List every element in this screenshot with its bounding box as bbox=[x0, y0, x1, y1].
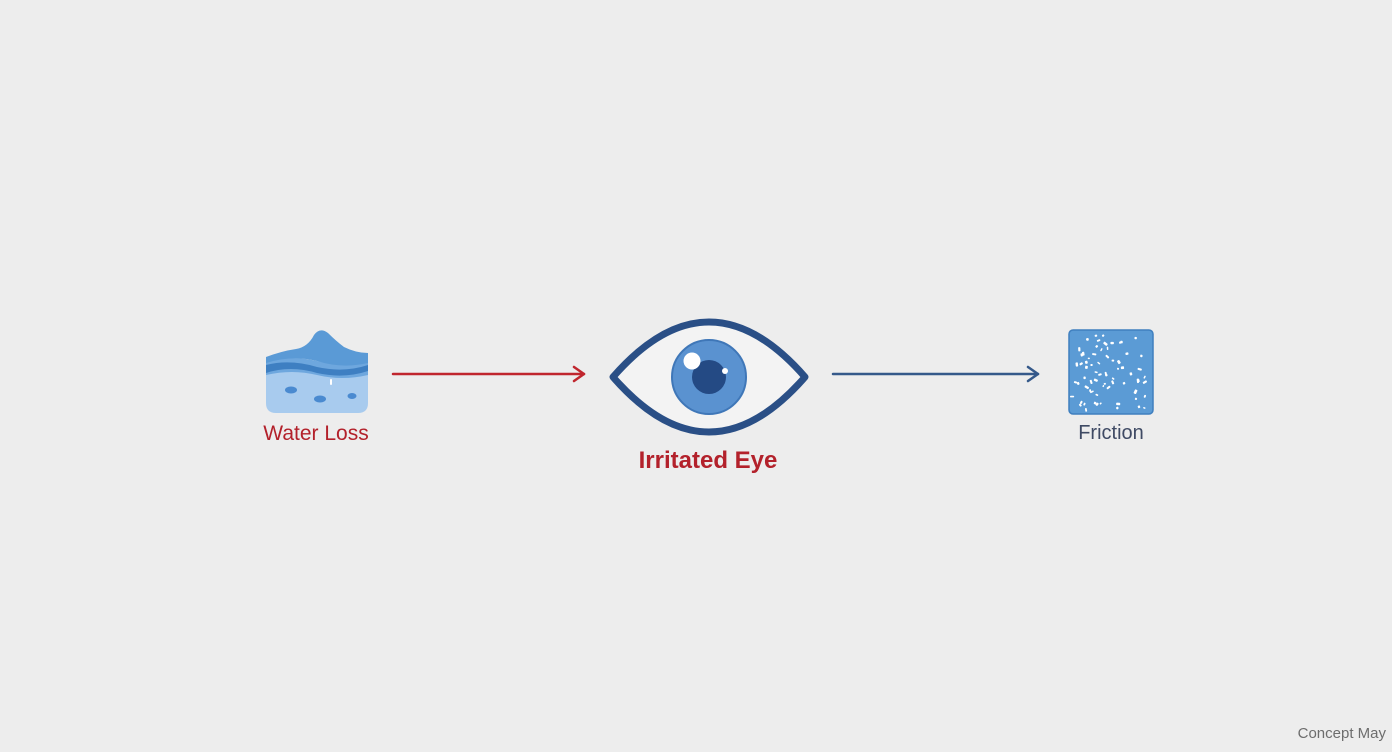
friction-label: Friction bbox=[1078, 422, 1144, 444]
arrow-eye-to-friction bbox=[830, 362, 1046, 386]
irritated-eye-label: Irritated Eye bbox=[638, 447, 778, 474]
eye-icon bbox=[606, 318, 812, 436]
arrow-water-to-eye bbox=[390, 362, 590, 386]
rough-texture-icon bbox=[1068, 329, 1154, 415]
water-loss-label: Water Loss bbox=[263, 422, 369, 445]
watermark-text: Concept May bbox=[1297, 725, 1386, 742]
water-loss-icon bbox=[262, 327, 372, 415]
